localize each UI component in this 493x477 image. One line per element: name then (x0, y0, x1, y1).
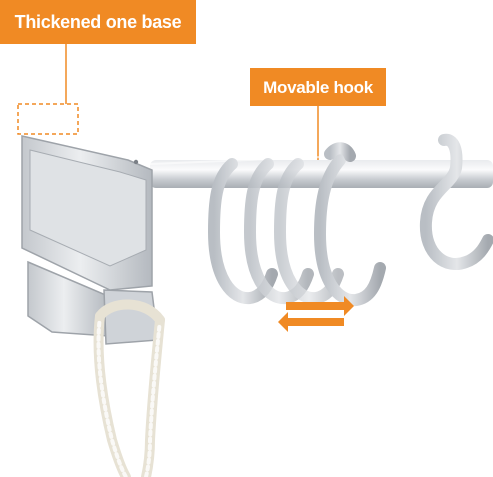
hanging-rope (93, 299, 165, 477)
s-hook-5[interactable] (419, 133, 493, 270)
callout-thickened-base: Thickened one base (0, 0, 196, 44)
thickened-base (21, 135, 159, 345)
callout-movable-hook: Movable hook (250, 68, 386, 106)
double-arrow-left-right-icon (278, 296, 354, 332)
callout-leader-base (17, 44, 79, 135)
s-hook-4[interactable] (313, 142, 386, 307)
